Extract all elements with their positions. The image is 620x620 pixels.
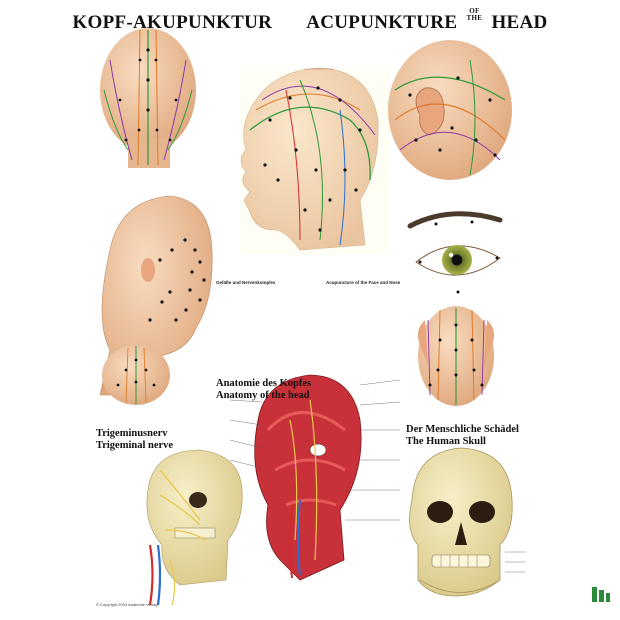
human-skull-illustration [409, 447, 513, 597]
anatomy-head-illustration [254, 374, 362, 581]
anatomy-heading-en: Anatomy of the head [216, 390, 310, 401]
legend-heading-en: Acupuncture of the Face and Nose [326, 280, 401, 285]
trigeminal-nerve-illustration [146, 449, 243, 606]
footer-copyright: © Copyright 2003 Anatomie Verlag [96, 602, 158, 607]
title-head: HEAD [491, 12, 548, 33]
anatomy-heading-de: Anatomie des Kopfes [216, 378, 312, 389]
skull-heading-en: The Human Skull [406, 436, 486, 447]
anatomy-heading: Anatomie des Kopfes Anatomy of the head [216, 378, 311, 402]
head-small-back-view [102, 345, 170, 405]
trigeminal-heading-en: Trigeminal nerve [96, 440, 174, 451]
legend-heading-de: Gefäße und Nervenkomplex [216, 280, 276, 285]
title-german: KOPF-AKUPUNKTUR [72, 12, 273, 33]
head-ear-view [388, 40, 512, 180]
eye-illustration [407, 211, 503, 294]
title-english: ACUPUNKTURE [306, 12, 458, 33]
points-legend: Gefäße und Nervenkomplex Acupuncture of … [216, 280, 416, 287]
head-back-view [100, 28, 196, 168]
skull-heading: Der Menschliche Schädel The Human Skull [406, 424, 519, 448]
skull-heading-de: Der Menschliche Schädel [406, 424, 519, 435]
trigeminal-heading-de: Trigeminusnerv [96, 428, 168, 439]
head-side-view [240, 67, 390, 255]
publisher-logo [592, 587, 610, 602]
head-face-view [99, 195, 213, 396]
head-front-view [417, 306, 495, 406]
trigeminal-heading: Trigeminusnerv Trigeminal nerve [96, 428, 173, 452]
label-leader-lines [229, 379, 525, 573]
